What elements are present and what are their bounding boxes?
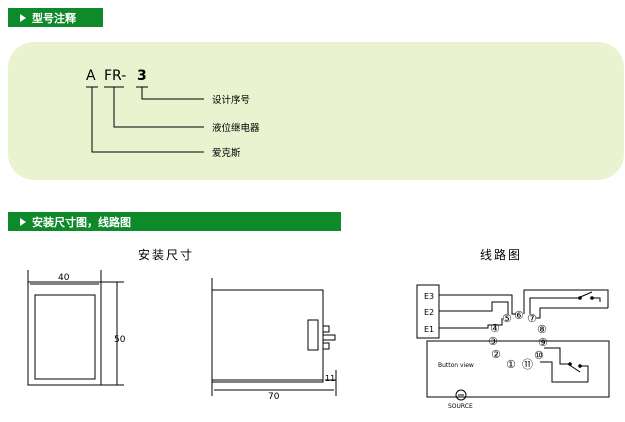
dim-width-label: 40 — [58, 273, 70, 283]
pin-5: ⑤ — [502, 312, 512, 325]
front-view-outline — [27, 281, 102, 386]
side-view-socket — [307, 319, 319, 351]
side-view-pin-bottom — [322, 342, 330, 350]
electrode-e3: E3 — [424, 292, 434, 301]
electrode-e1: E1 — [424, 325, 434, 334]
triangle-icon — [20, 217, 26, 226]
side-view-pin-mid — [322, 334, 336, 341]
wiring-diagram: E3 E2 E1 ① ② ③ ④ ⑤ ⑥ ⑦ ⑧ ⑨ ⑩ ⑪ Button vi… — [416, 284, 610, 410]
triangle-icon — [20, 13, 26, 22]
pin-4: ④ — [490, 322, 500, 335]
front-view-inner — [34, 294, 96, 380]
pin-6: ⑥ — [514, 309, 524, 322]
section-title-install: 安装尺寸图，线路图 — [32, 215, 131, 229]
pin-7: ⑦ — [527, 312, 537, 325]
electrode-e2: E2 — [424, 308, 434, 317]
dim-height-label: 50 — [114, 335, 126, 345]
leader-brand — [91, 87, 204, 153]
pin-11: ⑪ — [522, 358, 533, 371]
pin-8: ⑧ — [537, 323, 547, 336]
label-brand: 爱克斯 — [212, 147, 241, 159]
section-header-install: 安装尺寸图，线路图 — [8, 212, 341, 231]
model-code-3: 3 — [137, 68, 147, 84]
pin-9: ⑨ — [538, 336, 548, 349]
section-header-model: 型号注释 — [8, 8, 103, 27]
label-design-number: 设计序号 — [212, 94, 250, 106]
dim-depth-label: 70 — [268, 392, 280, 402]
pin-10: ⑩ — [534, 349, 544, 362]
power-loop — [426, 340, 610, 398]
source-label: SOURCE — [448, 403, 473, 410]
model-annotation-panel — [8, 42, 624, 180]
pin-1: ① — [506, 358, 516, 371]
leader-design — [141, 87, 204, 100]
side-view-pin-top — [322, 325, 330, 333]
bottom-view-label: Button view — [438, 362, 474, 369]
model-code-a: A — [86, 68, 96, 84]
wiring-heading: 线路图 — [480, 248, 523, 262]
model-code-fr: FR- — [104, 68, 126, 84]
dimensions-heading: 安装尺寸 — [138, 248, 195, 262]
label-level-relay: 液位继电器 — [212, 122, 260, 134]
dimension-drawing: 40 50 70 11 — [27, 270, 337, 402]
source-symbol — [455, 389, 467, 401]
pin-2: ② — [491, 348, 501, 361]
section-title-model: 型号注释 — [32, 11, 76, 25]
leader-relay — [113, 87, 204, 128]
dim-small-label: 11 — [325, 374, 335, 383]
pin-3: ③ — [488, 335, 498, 348]
model-code-diagram: A FR- 3 设计序号 液位继电器 爱克斯 — [86, 68, 260, 159]
